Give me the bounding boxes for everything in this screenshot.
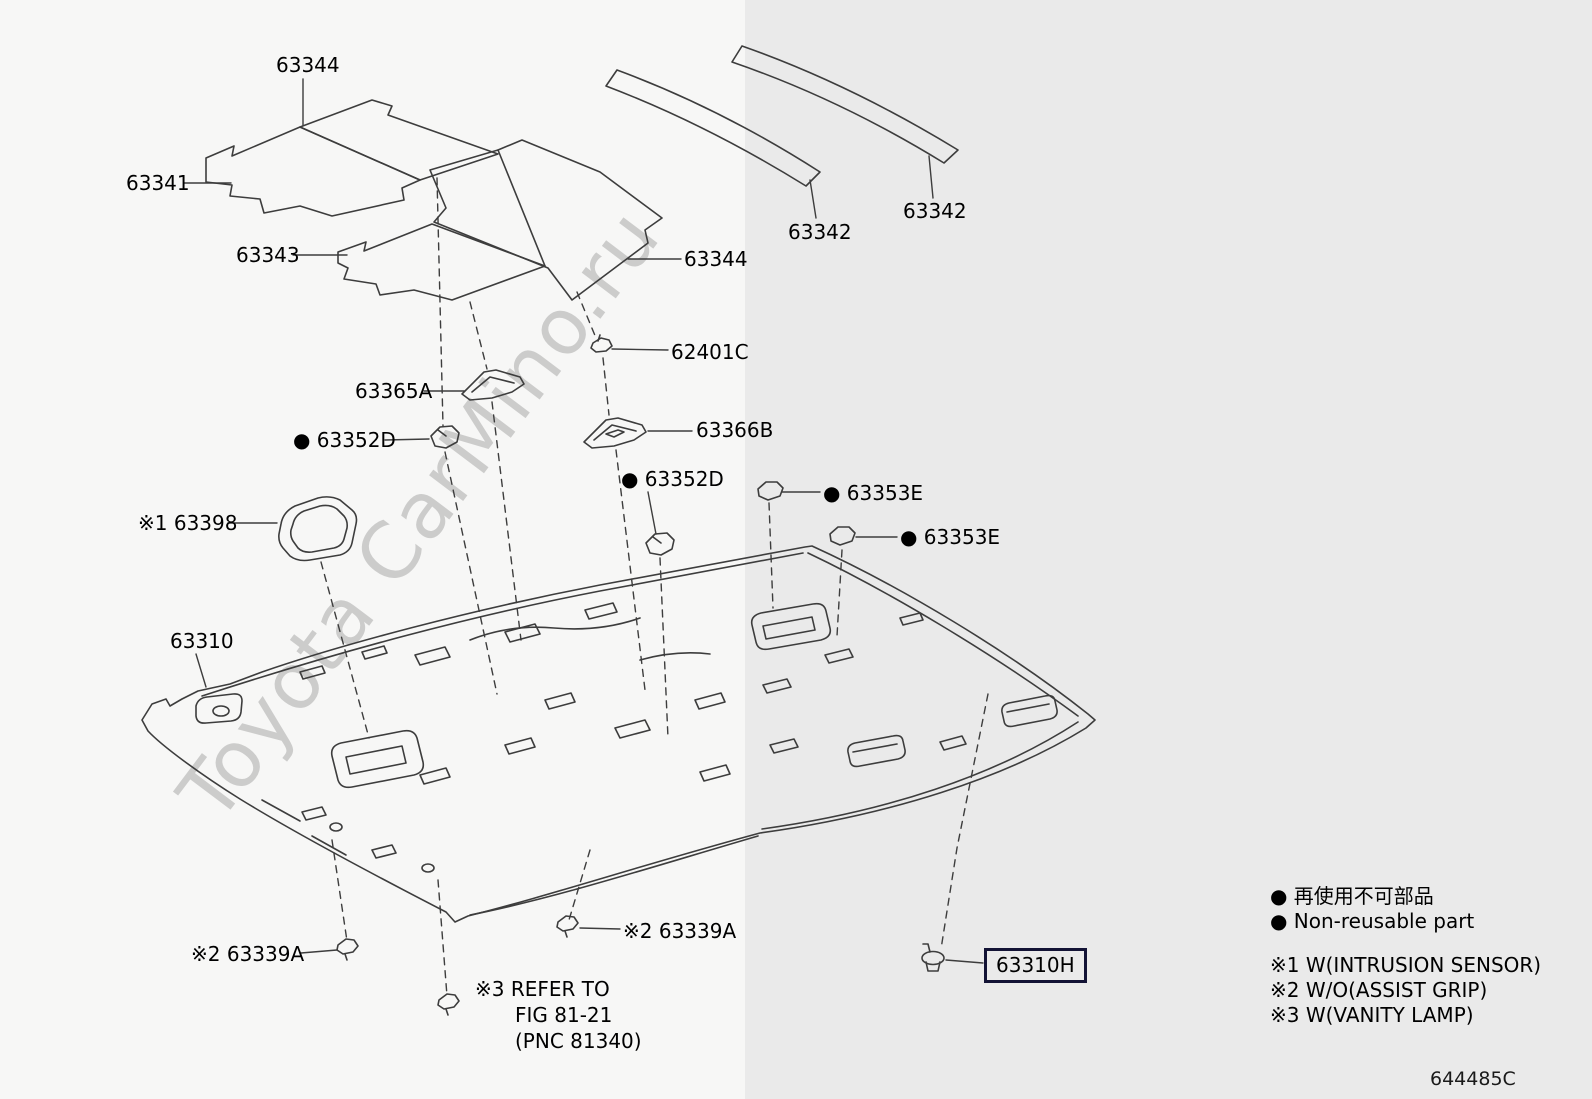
legend-note-1: ※1 W(INTRUSION SENSOR) [1270, 953, 1542, 977]
part-label-63366B[interactable]: 63366B [696, 418, 774, 442]
clip-vanity-lamp-shape [437, 993, 460, 1016]
pad-63343-shape [337, 223, 546, 301]
pad-63341-shape [205, 126, 421, 217]
clip-63339A-2-shape [556, 915, 579, 938]
legend-nonreusable-en: ● Non-reusable part [1270, 909, 1475, 933]
diagram-code: 644485C [1430, 1068, 1516, 1090]
bezel-63398-shape [278, 496, 358, 562]
background-right-panel [745, 0, 1592, 1099]
clip-62401C-shape [590, 334, 613, 353]
part-label-63344-right[interactable]: 63344 [684, 247, 748, 271]
refer-note: ※3 REFER TO FIG 81-21 (PNC 81340) [475, 976, 642, 1054]
refer-note-line2: FIG 81-21 [515, 1003, 613, 1027]
part-label-63344-top[interactable]: 63344 [276, 53, 340, 77]
dashed-leader-lines [320, 177, 989, 997]
clip-63352D-2-shape [645, 532, 675, 556]
legend-nonreusable-jp: ● 再使用不可部品 [1270, 884, 1434, 908]
refer-note-line3: (PNC 81340) [515, 1029, 642, 1053]
part-label-63310[interactable]: 63310 [170, 629, 234, 653]
part-label-63339A-2[interactable]: ※2 63339A [623, 919, 737, 943]
selected-part-label-63310H[interactable]: 63310H [984, 948, 1087, 983]
part-label-63353E-1[interactable]: ● 63353E [823, 481, 924, 505]
part-label-63342-left[interactable]: 63342 [788, 220, 852, 244]
strip-63342-left-shape [605, 69, 821, 187]
bracket-63366B-shape [583, 417, 647, 449]
headliner-63310-shape [141, 545, 1096, 923]
clip-63353E-1-shape [757, 481, 784, 501]
clip-63339A-1-shape [336, 938, 359, 961]
part-label-63352D-1[interactable]: ● 63352D [293, 428, 396, 452]
part-label-63339A-1[interactable]: ※2 63339A [191, 942, 305, 966]
part-label-63398[interactable]: ※1 63398 [138, 511, 238, 535]
strip-63342-right-shape [731, 45, 959, 164]
legend-note-2: ※2 W/O(ASSIST GRIP) [1270, 978, 1488, 1002]
bracket-63365A-shape [461, 369, 525, 401]
part-label-63353E-2[interactable]: ● 63353E [900, 525, 1001, 549]
part-label-62401C[interactable]: 62401C [671, 340, 749, 364]
clip-63352D-1-shape [430, 425, 460, 449]
refer-note-line1: ※3 REFER TO [475, 977, 610, 1001]
clip-63310H-shape [921, 943, 945, 972]
clip-63353E-2-shape [829, 526, 856, 546]
solid-leader-lines [183, 78, 984, 964]
pad-63344-top-shape [299, 99, 499, 181]
part-label-63341[interactable]: 63341 [126, 171, 190, 195]
part-label-63365A[interactable]: 63365A [355, 379, 433, 403]
part-label-63343[interactable]: 63343 [236, 243, 300, 267]
pad-63344-right-shape [429, 139, 663, 301]
legend: ● 再使用不可部品 ● Non-reusable part ※1 W(INTRU… [1270, 884, 1541, 1028]
legend-note-3: ※3 W(VANITY LAMP) [1270, 1003, 1474, 1027]
part-label-63352D-2[interactable]: ● 63352D [621, 467, 724, 491]
part-label-63342-right[interactable]: 63342 [903, 199, 967, 223]
